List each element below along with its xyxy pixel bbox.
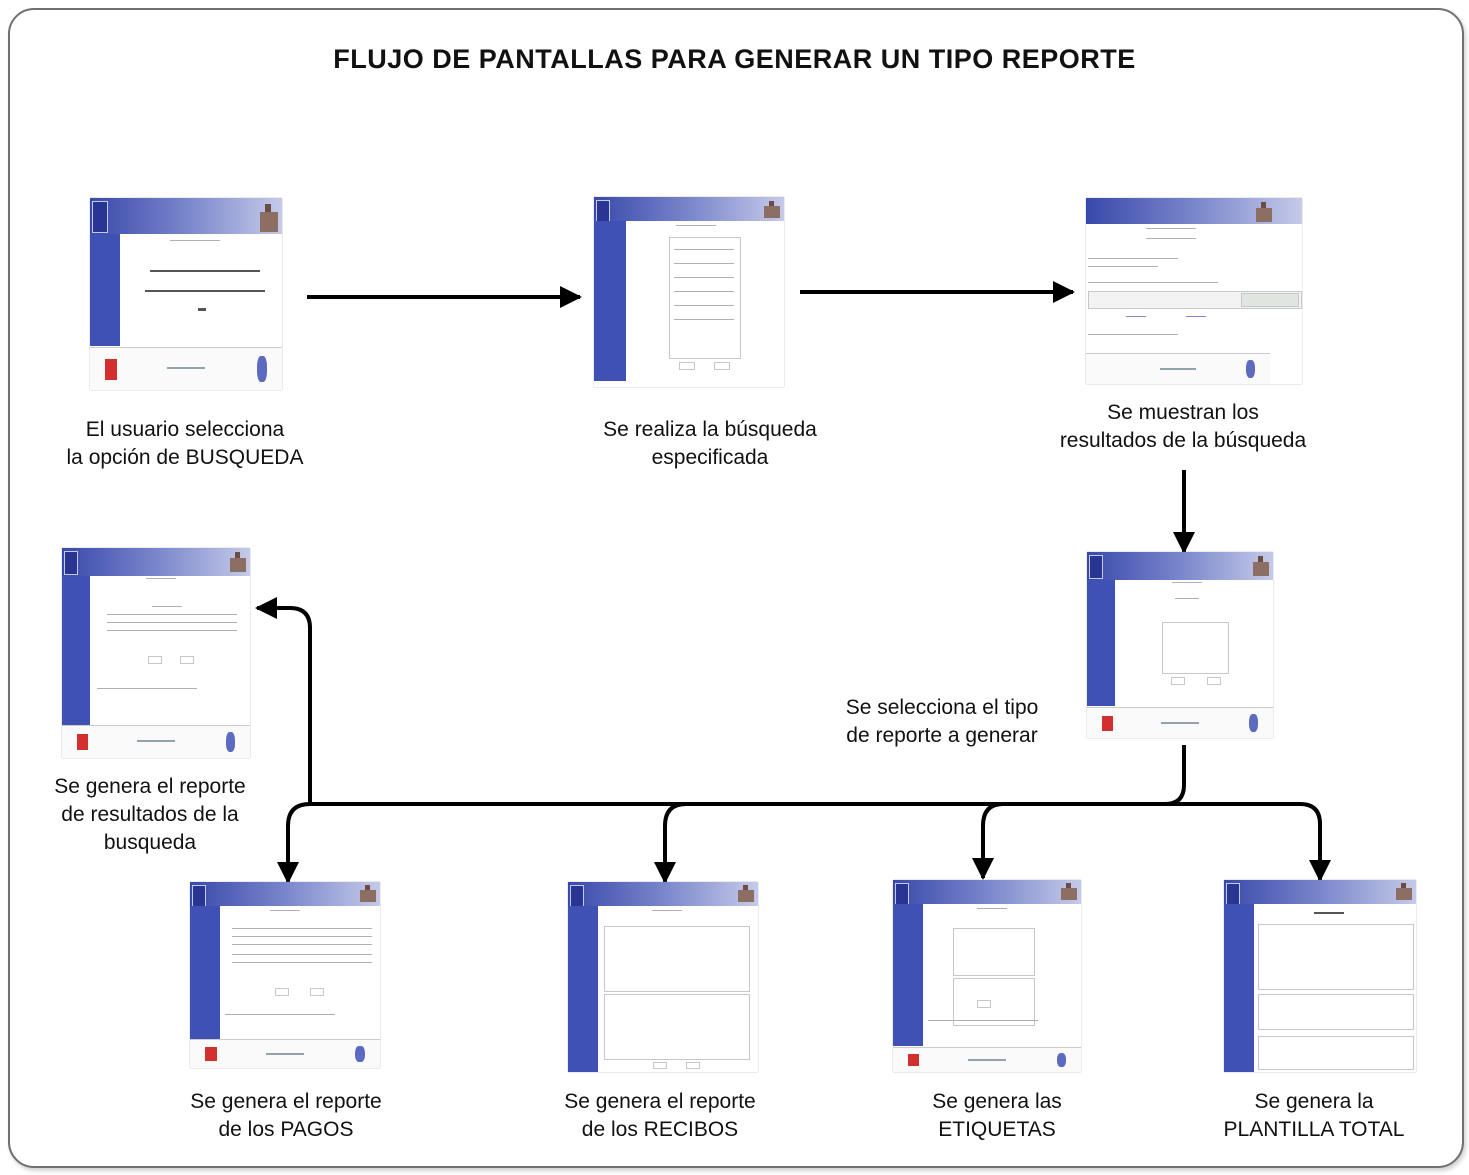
screen-thumbnail-busqueda — [594, 197, 784, 387]
caption-line: Se genera el reporte — [190, 1090, 382, 1113]
arrow-tipo-to-bus — [310, 745, 1186, 806]
screen-thumbnail-tipo-reporte — [1087, 552, 1273, 738]
caption-line: El usuario selecciona — [85, 418, 285, 441]
caption-plantilla: Se genera la PLANTILLA TOTAL — [1164, 1088, 1464, 1144]
caption-line: Se genera las — [932, 1090, 1062, 1113]
caption-line: Se realiza la búsqueda — [603, 418, 817, 441]
caption-line: de reporte a generar — [846, 724, 1038, 747]
arrow-to-etiquetas — [972, 802, 1004, 880]
caption-busqueda-opcion: El usuario selecciona la opción de BUSQU… — [35, 416, 335, 472]
caption-tipo-reporte: Se selecciona el tipo de reporte a gener… — [792, 694, 1092, 750]
caption-line: Se selecciona el tipo — [845, 696, 1039, 719]
caption-line: de los PAGOS — [218, 1118, 354, 1141]
caption-resultados: Se muestran los resultados de la búsqued… — [1033, 399, 1333, 455]
caption-line: Se genera la — [1254, 1090, 1374, 1113]
caption-line: Se muestran los — [1107, 401, 1259, 424]
arrow-to-reporte-resultados — [255, 597, 312, 804]
caption-line: busqueda — [103, 831, 197, 854]
caption-busqueda-realiza: Se realiza la búsqueda especificada — [560, 416, 860, 472]
caption-etiquetas: Se genera las ETIQUETAS — [847, 1088, 1147, 1144]
arrow-to-recibos — [654, 802, 687, 884]
caption-line: PLANTILLA TOTAL — [1223, 1118, 1405, 1141]
caption-reporte-pagos: Se genera el reporte de los PAGOS — [136, 1088, 436, 1144]
screen-thumbnail-reporte-resultados — [62, 548, 250, 758]
screen-thumbnail-resultados — [1086, 198, 1302, 384]
caption-line: de los RECIBOS — [581, 1118, 739, 1141]
caption-line: especificada — [651, 446, 769, 469]
caption-line: de resultados de la — [61, 803, 239, 826]
screen-thumbnail-etiquetas — [893, 880, 1081, 1072]
arrow-to-plantilla — [1165, 802, 1331, 882]
caption-line: ETIQUETAS — [938, 1118, 1056, 1141]
screen-thumbnail-reporte-pagos — [190, 882, 380, 1068]
diagram-title: FLUJO DE PANTALLAS PARA GENERAR UN TIPO … — [333, 44, 1136, 74]
screen-thumbnail-bienvenida — [90, 198, 282, 390]
caption-reporte-resultados: Se genera el reporte de resultados de la… — [0, 773, 300, 857]
caption-line: resultados de la búsqueda — [1059, 429, 1307, 452]
caption-line: Se genera el reporte — [54, 775, 246, 798]
screen-thumbnail-plantilla — [1224, 880, 1416, 1072]
caption-line: la opción de BUSQUEDA — [66, 446, 304, 469]
caption-reporte-recibos: Se genera el reporte de los RECIBOS — [510, 1088, 810, 1144]
arrow-to-pagos — [277, 802, 311, 884]
caption-line: Se genera el reporte — [564, 1090, 756, 1113]
screen-thumbnail-reporte-recibos — [568, 882, 758, 1072]
